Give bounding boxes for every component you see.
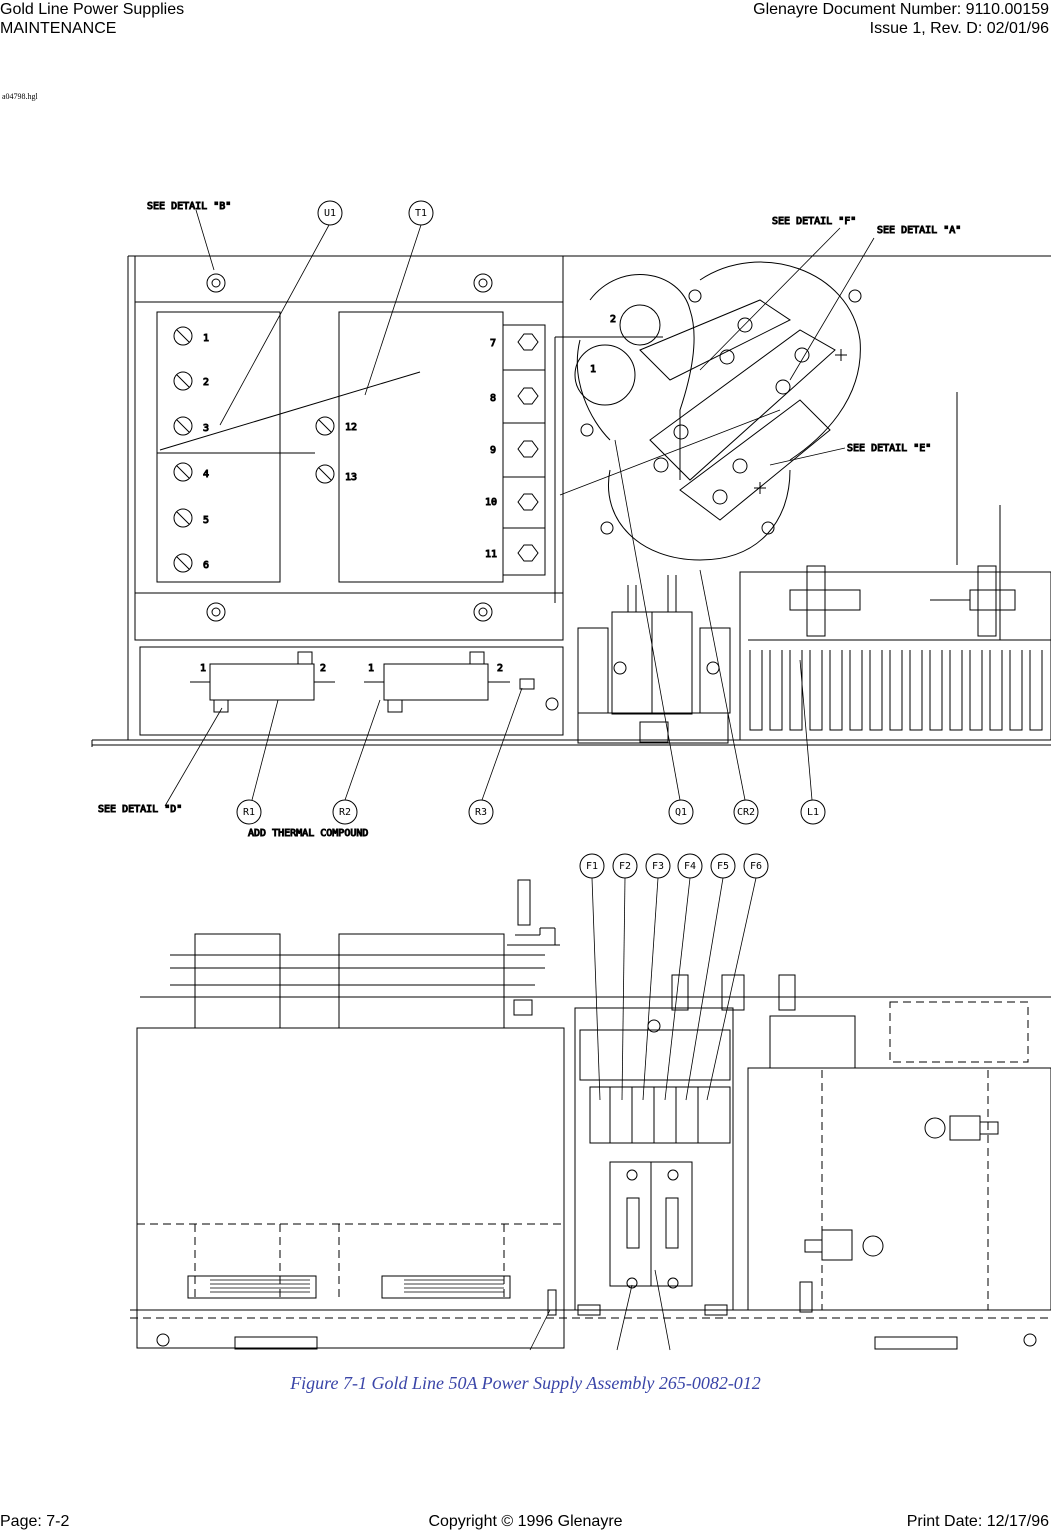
balloon-label-l1: L1: [807, 807, 819, 818]
callout-add-thermal-compound: ADD THERMAL COMPOUND: [248, 828, 368, 839]
balloon-label-f3: F3: [652, 861, 664, 872]
balloon-label-r1: R1: [243, 807, 255, 818]
terminal-label-8: 8: [490, 393, 496, 404]
balloon-label-q1: Q1: [675, 807, 687, 818]
callout-see-detail-a: SEE DETAIL "A": [877, 225, 961, 236]
resistor-r1-pin1-label: 1: [200, 663, 206, 674]
callout-see-detail-f: SEE DETAIL "F": [772, 216, 856, 227]
heatsink: [739, 505, 1051, 741]
balloon-label-t1: T1: [415, 208, 427, 219]
page-header-left: Gold Line Power Supplies MAINTENANCE: [0, 0, 184, 38]
callout-see-detail-d: SEE DETAIL "D": [98, 804, 182, 815]
leader-lines-front: [529, 877, 757, 1351]
terminal-label-6: 6: [203, 560, 209, 571]
callout-see-detail-e: SEE DETAIL "E": [847, 443, 931, 454]
terminal-number-labels: 1 2 3 4 5 6 7 8 9 10 11 12 13 1 2 1 2 2 …: [200, 314, 617, 675]
page-header-right: Glenayre Document Number: 9110.00159 Iss…: [753, 0, 1049, 38]
transformer-panel: [134, 255, 564, 641]
footer-print-date: Print Date: 12/17/96: [906, 1513, 1049, 1530]
balloon-label-f2: F2: [619, 861, 631, 872]
footer-page-number: Page: 7-2: [0, 1513, 70, 1530]
rectifier-assembly: [554, 261, 862, 603]
document-section: MAINTENANCE: [0, 20, 117, 37]
balloon-label-f5: F5: [717, 861, 729, 872]
leader-lines-top: [164, 209, 875, 807]
resistor-r2-pin2-label: 2: [497, 663, 503, 674]
callout-see-detail-b: SEE DETAIL "B": [147, 201, 231, 212]
diode-module: [577, 575, 731, 744]
terminal-label-13: 13: [345, 472, 357, 483]
callout-balloons-top: [317, 200, 434, 226]
figure-caption: Figure 7-1 Gold Line 50A Power Supply As…: [290, 1373, 761, 1393]
balloon-label-u1: U1: [324, 208, 336, 219]
balloon-label-cr2: CR2: [737, 807, 755, 818]
document-number: Glenayre Document Number: 9110.00159: [753, 1, 1049, 18]
document-title: Gold Line Power Supplies: [0, 1, 185, 18]
resistor-r1: [209, 663, 315, 701]
terminal-screws-left: [173, 326, 335, 573]
terminal-board-right: [338, 311, 504, 583]
resistor-r1-pin2-label: 2: [320, 663, 326, 674]
terminal-label-7: 7: [490, 338, 496, 349]
balloon-label-f4: F4: [684, 861, 696, 872]
mounting-screws-top: [206, 273, 493, 622]
terminal-label-9: 9: [490, 445, 496, 456]
chassis-outline-top: [91, 255, 1051, 747]
terminal-board-left: [156, 311, 281, 583]
terminal-label-3: 3: [203, 423, 209, 434]
resistor-r2-pin1-label: 1: [368, 663, 374, 674]
resistor-board: [139, 646, 564, 736]
balloon-labels: U1 T1 R1 R2 R3 Q1 CR2 L1 F1 F2 F3 F4 F5 …: [243, 208, 819, 872]
balloon-label-r2: R2: [339, 807, 351, 818]
terminal-label-10: 10: [485, 497, 497, 508]
front-view: [130, 879, 1051, 1350]
balloon-label-f6: F6: [750, 861, 762, 872]
rectifier-label-1: 1: [590, 364, 596, 375]
balloon-label-r3: R3: [475, 807, 487, 818]
terminal-label-1: 1: [203, 333, 209, 344]
terminal-label-11: 11: [485, 549, 497, 560]
document-issue: Issue 1, Rev. D: 02/01/96: [869, 20, 1049, 37]
balloon-label-f1: F1: [586, 861, 598, 872]
footer-copyright: Copyright © 1996 Glenayre: [428, 1513, 623, 1530]
terminal-hex-nuts: [517, 333, 539, 562]
callout-balloons-middle: [236, 799, 826, 825]
terminal-label-2: 2: [203, 377, 209, 388]
terminal-label-4: 4: [203, 469, 209, 480]
rectifier-label-2: 2: [610, 314, 616, 325]
resistor-r2: [383, 663, 489, 701]
fuse-balloons: [579, 853, 769, 879]
drawing-file-id: a04798.hgl: [2, 92, 38, 101]
terminal-label-5: 5: [203, 515, 209, 526]
terminal-label-12: 12: [345, 422, 357, 433]
